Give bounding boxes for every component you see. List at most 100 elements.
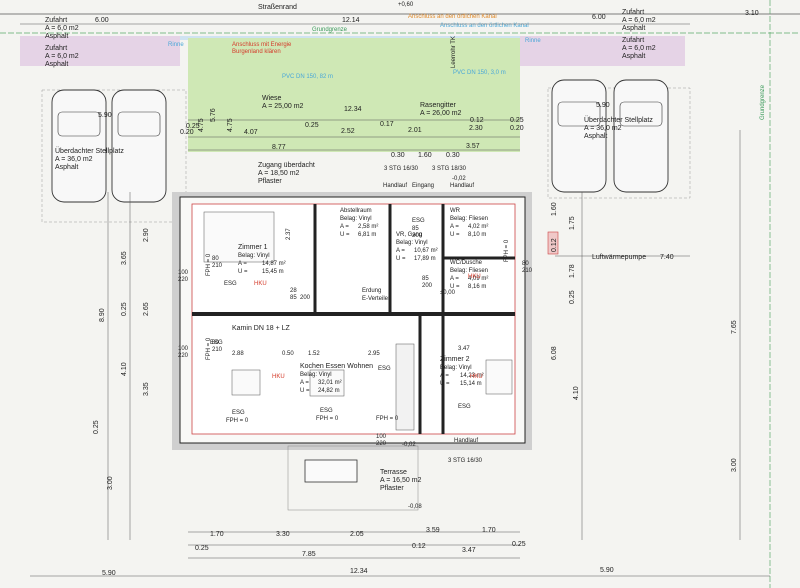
stg-top-1: 3 STG 16/30: [384, 166, 419, 172]
dim-1-60-r: 1.60: [551, 202, 558, 216]
rasengitter-area: A = 26,00 m2: [420, 110, 462, 117]
handlauf-top-1: Handlauf: [383, 183, 407, 189]
door-28: 28: [290, 288, 297, 294]
door-220: 220: [376, 441, 387, 447]
zimmer2-u-val: 15,14 m: [460, 381, 482, 387]
dim-1-60: 1.60: [418, 152, 432, 159]
zimmer2-u: U =: [440, 381, 450, 387]
zufahrt-left-area: [20, 36, 180, 66]
door-80: 80: [212, 340, 219, 346]
door-85: 85: [412, 226, 419, 232]
pvc-right: PVC DN 150, 3,0 m: [453, 70, 506, 76]
terrasse-area: A = 16,50 m2: [380, 477, 422, 484]
dim-3-47-b: 3.47: [462, 547, 476, 554]
hku-tag: HKU: [254, 281, 267, 287]
esg-tag: ESG: [320, 408, 333, 414]
hku-tag: HKU: [272, 374, 285, 380]
dim-3-00-r: 3.00: [731, 458, 738, 472]
zufahrt-ml-mat: Asphalt: [45, 61, 68, 68]
dim-7-65: 7.65: [731, 320, 738, 334]
kochen-a-val: 32,01 m²: [318, 380, 342, 386]
dim-2-95: 2.95: [368, 351, 380, 357]
abstell-u: U =: [340, 232, 350, 238]
rinne-left: Rinne: [168, 42, 184, 48]
wc-u: U =: [450, 284, 460, 290]
zimmer1-u-val: 15,45 m: [262, 269, 284, 275]
door-85: 85: [290, 295, 297, 301]
kochen-name: Kochen Essen Wohnen: [300, 363, 373, 370]
dim-5-90-r: 5.90: [596, 102, 610, 109]
zufahrt-mr-title: Zufahrt: [622, 37, 644, 44]
fph-tag: FPH = 0: [376, 416, 399, 422]
dim-8-77: 8.77: [272, 144, 286, 151]
wr-a: A =: [450, 224, 459, 230]
car-icon: [551, 79, 607, 193]
wc-belag: Belag: Fliesen: [450, 268, 488, 274]
dim-1-52: 1.52: [308, 351, 320, 357]
door-100: 100: [178, 270, 189, 276]
dim-2-88: 2.88: [232, 351, 244, 357]
kochen-a: A =: [300, 380, 309, 386]
terrasse-mat: Pflaster: [380, 485, 404, 492]
handlauf-top-2: Handlauf: [450, 183, 474, 189]
dim-0-25b: 0.25: [305, 122, 319, 129]
terrasse-title: Terrasse: [380, 469, 407, 476]
wc-a-val: 4,09 m²: [468, 276, 488, 282]
dim-2-37: 2.37: [286, 228, 292, 240]
dim-2-90: 2.90: [143, 228, 150, 242]
gang-a-val: 10,67 m²: [414, 248, 438, 254]
dim-5-90-l: 5.90: [98, 112, 112, 119]
dim-0-50: 0.50: [282, 351, 294, 357]
esg-tag: ESG: [224, 281, 237, 287]
zufahrt-mr-mat: Asphalt: [622, 53, 645, 60]
wc-name: WC/Dusche: [450, 260, 483, 266]
fph-tag: FPH = 0: [504, 239, 510, 262]
dim-4-75b: 4.75: [227, 118, 234, 132]
carport-left: [41, 89, 187, 223]
gang-u-val: 17,89 m: [414, 256, 436, 262]
dim-12-34-b: 12.34: [350, 568, 368, 575]
wiese-area: A = 25,00 m2: [262, 103, 304, 110]
boundary-label: Grundgrenze: [312, 27, 348, 33]
dim-top-6-00-r: 6.00: [592, 14, 606, 21]
dim-2-05: 2.05: [350, 531, 364, 538]
dim-2-52: 2.52: [341, 128, 355, 135]
gang-name: VR, Gang: [396, 232, 422, 238]
zufahrt-ml-area: A = 6,0 m2: [45, 53, 79, 60]
zimmer2-a: A =: [440, 373, 449, 379]
dim-4-07: 4.07: [244, 129, 258, 136]
everteiler-label: E-Verteiler: [362, 296, 390, 302]
wr-a-val: 4,02 m²: [468, 224, 488, 230]
dim-0-25-b: 0.25: [195, 545, 209, 552]
wc-u-val: 8,16 m: [468, 284, 486, 290]
dim-1-70: 1.70: [210, 531, 224, 538]
wr-belag: Belag: Fliesen: [450, 216, 488, 222]
stellplatz-right-title: Überdachter Stellplatz: [584, 116, 653, 124]
dim-0-12-b: 0.12: [412, 543, 426, 550]
dim-2-01: 2.01: [408, 127, 422, 134]
pvc-left: PVC DN 150, 82 m: [282, 74, 333, 80]
dim-top-6-00-l: 6.00: [95, 17, 109, 24]
handlauf-bottom: Handlauf: [454, 438, 478, 444]
dim-0-12a: 0.12: [470, 117, 484, 124]
zimmer1-a: A =: [238, 261, 247, 267]
level-minus-2: -0,02: [402, 442, 416, 448]
dim-0-25-left: 0.25: [121, 302, 128, 316]
dim-0-20a: 0.20: [180, 129, 194, 136]
dim-0-12-r: 0.12: [551, 238, 558, 252]
zufahrt-tr-area: A = 6,0 m2: [622, 17, 656, 24]
street-level: +0,60: [398, 2, 414, 8]
dim-7-85: 7.85: [302, 551, 316, 558]
zufahrt-mr-area: A = 6,0 m2: [622, 45, 656, 52]
dim-0-25a: 0.25: [186, 123, 200, 130]
kochen-u: U =: [300, 388, 310, 394]
fph-tag: FPH = 0: [206, 253, 212, 276]
car-icon: [613, 79, 669, 193]
stellplatz-left-mat: Asphalt: [55, 164, 78, 171]
stg-bottom: 3 STG 16/30: [448, 458, 483, 464]
gang-u: U =: [396, 256, 406, 262]
zimmer1-u: U =: [238, 269, 248, 275]
stellplatz-left-title: Überdachter Stellplatz: [55, 147, 124, 155]
dim-top-12-14: 12.14: [342, 17, 360, 24]
eingang-label: Eingang: [412, 183, 434, 189]
